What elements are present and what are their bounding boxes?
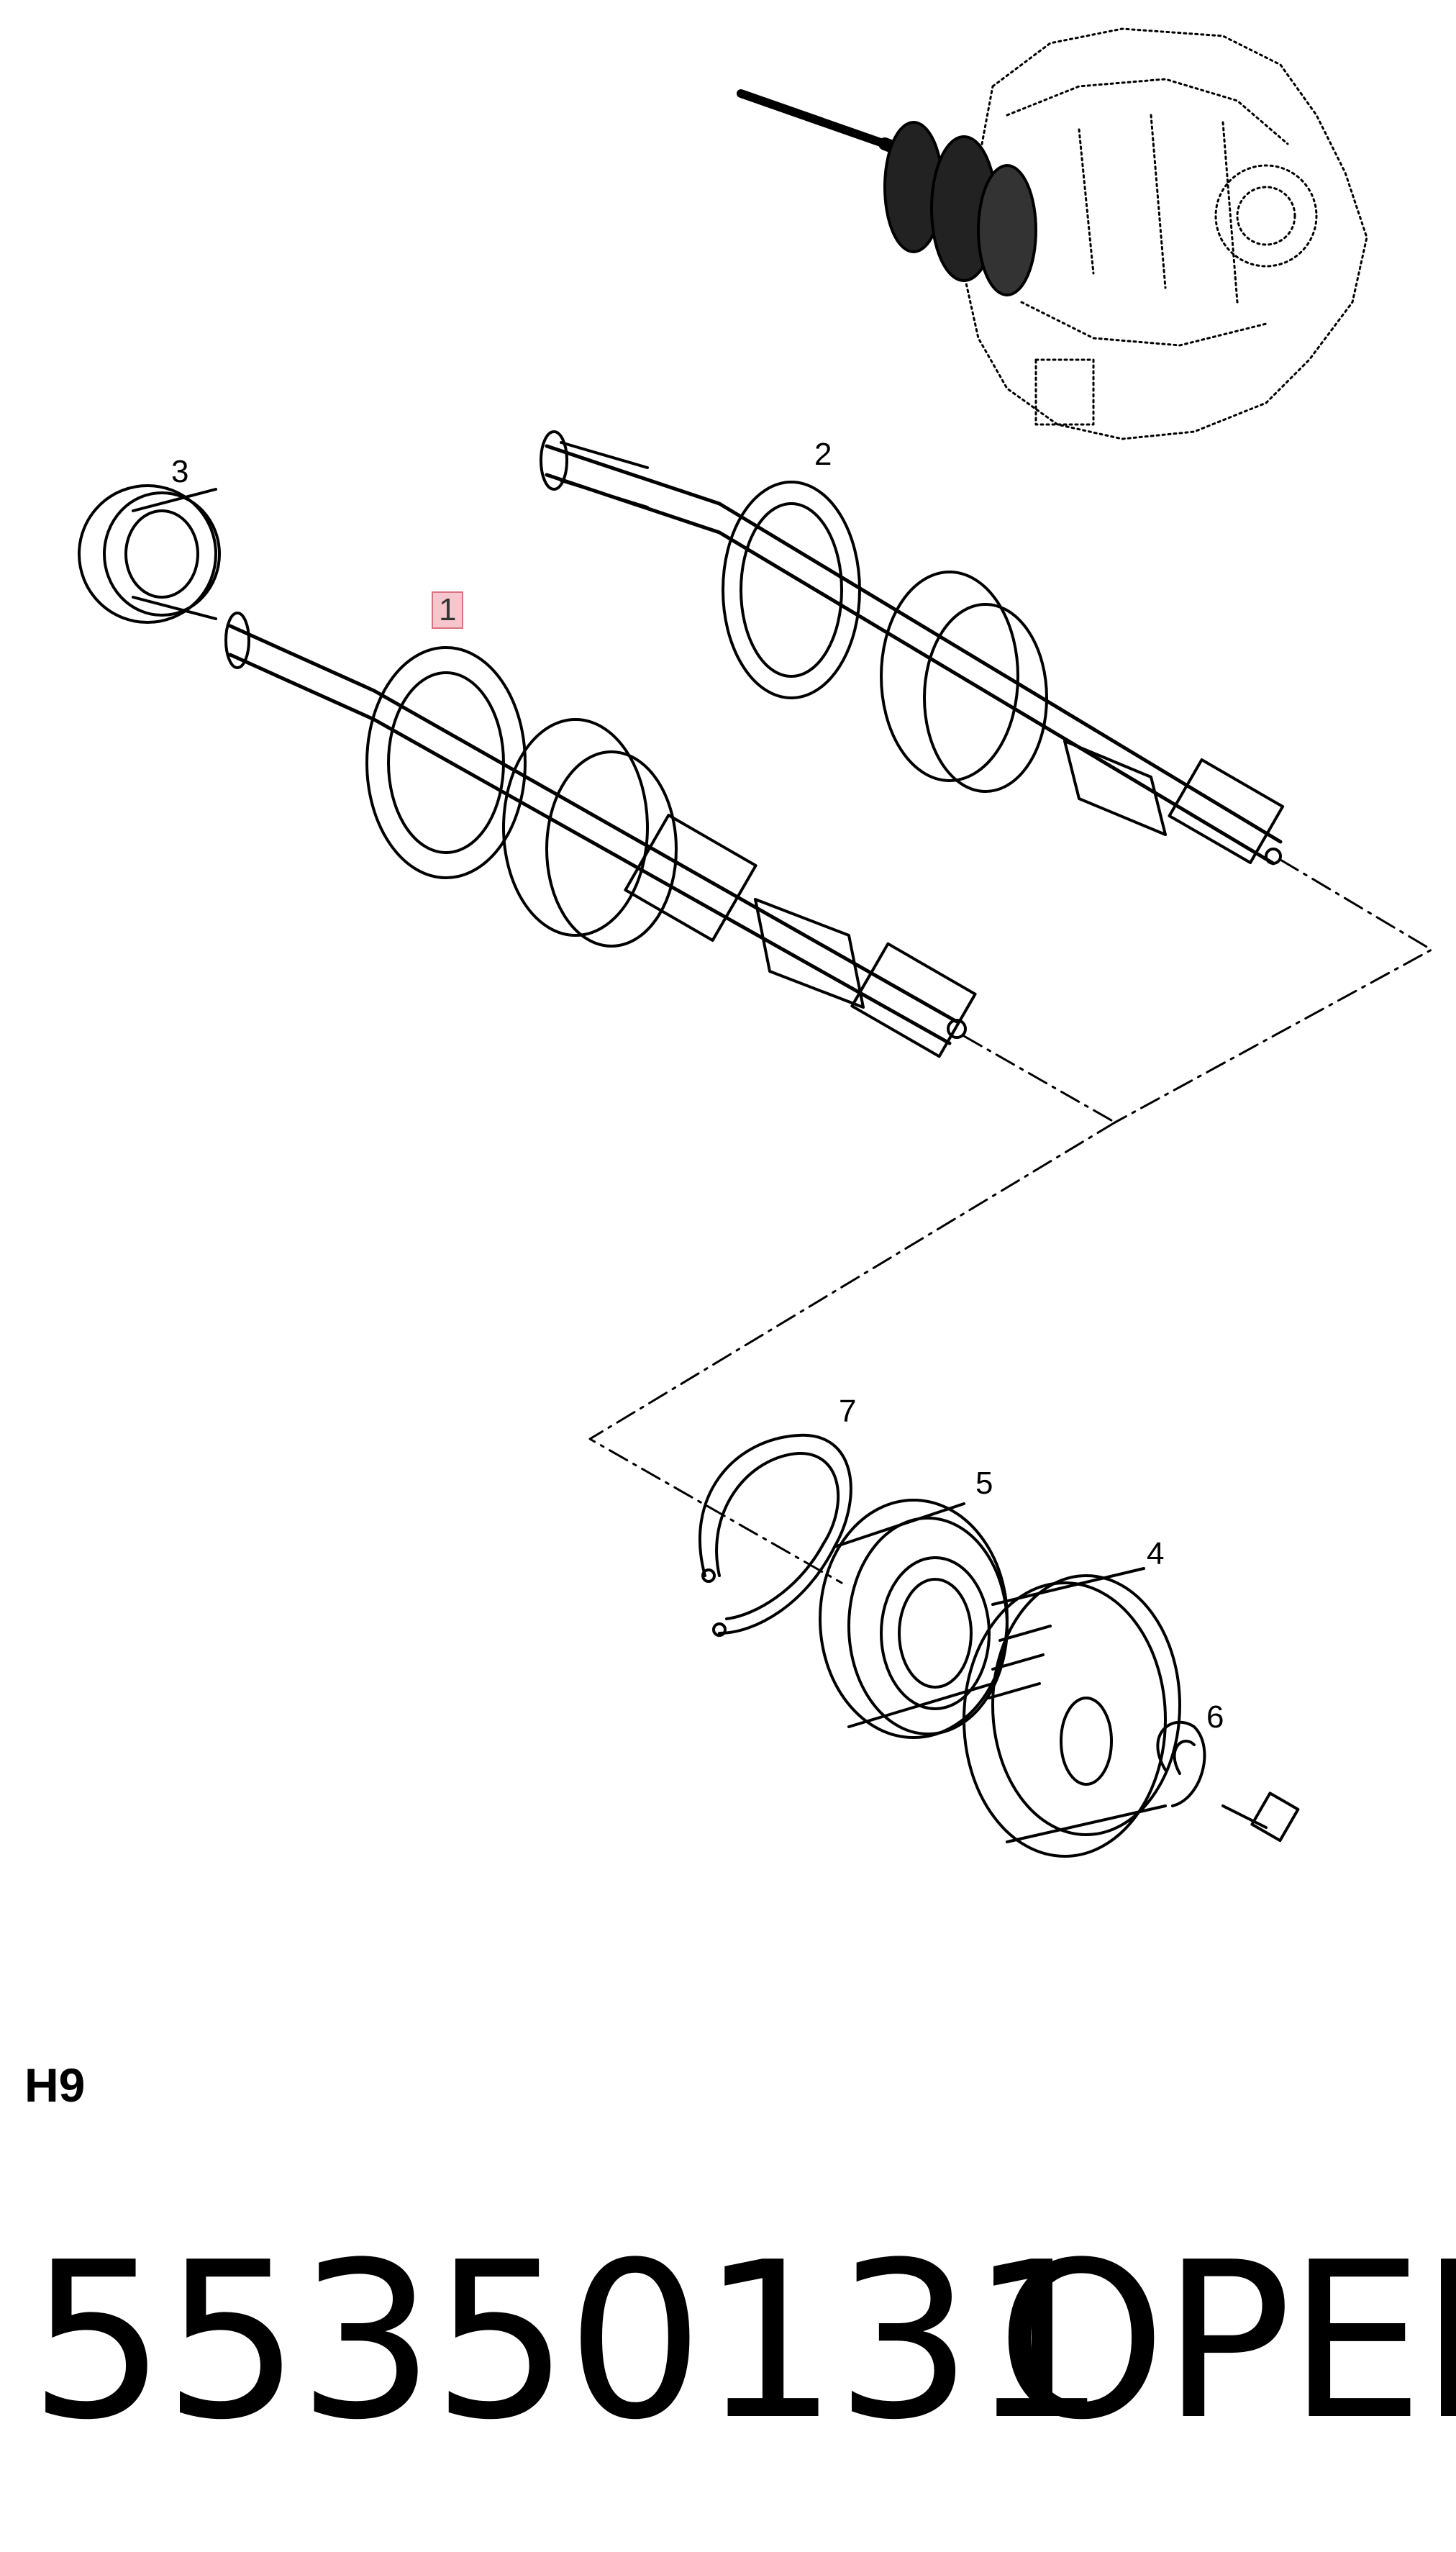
callout-1[interactable]: 1 — [432, 591, 464, 629]
callout-4[interactable]: 4 — [1147, 1536, 1165, 1571]
part-6-clip-drawing — [1156, 1720, 1300, 1843]
callout-6[interactable]: 6 — [1206, 1699, 1224, 1735]
gearbox-housing-drawing — [963, 27, 1368, 440]
callout-7[interactable]: 7 — [839, 1394, 857, 1429]
part-2-shaft-drawing — [540, 430, 1285, 866]
callout-2[interactable]: 2 — [814, 437, 832, 472]
diagram-code: H9 — [24, 2058, 86, 2112]
assembly-lines — [588, 858, 1433, 1584]
housing-shaft-drawing — [737, 89, 1037, 296]
part-4-gear-drawing — [963, 1567, 1181, 1858]
part-7-snap-ring-drawing — [698, 1433, 852, 1637]
brand-name: OPEL — [996, 2216, 1456, 2467]
part-5-bearing-drawing — [819, 1499, 1009, 1739]
part-1-shaft-drawing — [224, 612, 977, 1058]
part-number: 55350131 — [29, 2216, 1107, 2467]
part-3-bearing-drawing — [78, 484, 221, 624]
callout-3[interactable]: 3 — [171, 454, 189, 489]
exploded-parts-diagram — [78, 27, 1433, 1858]
callout-5[interactable]: 5 — [975, 1466, 993, 1501]
